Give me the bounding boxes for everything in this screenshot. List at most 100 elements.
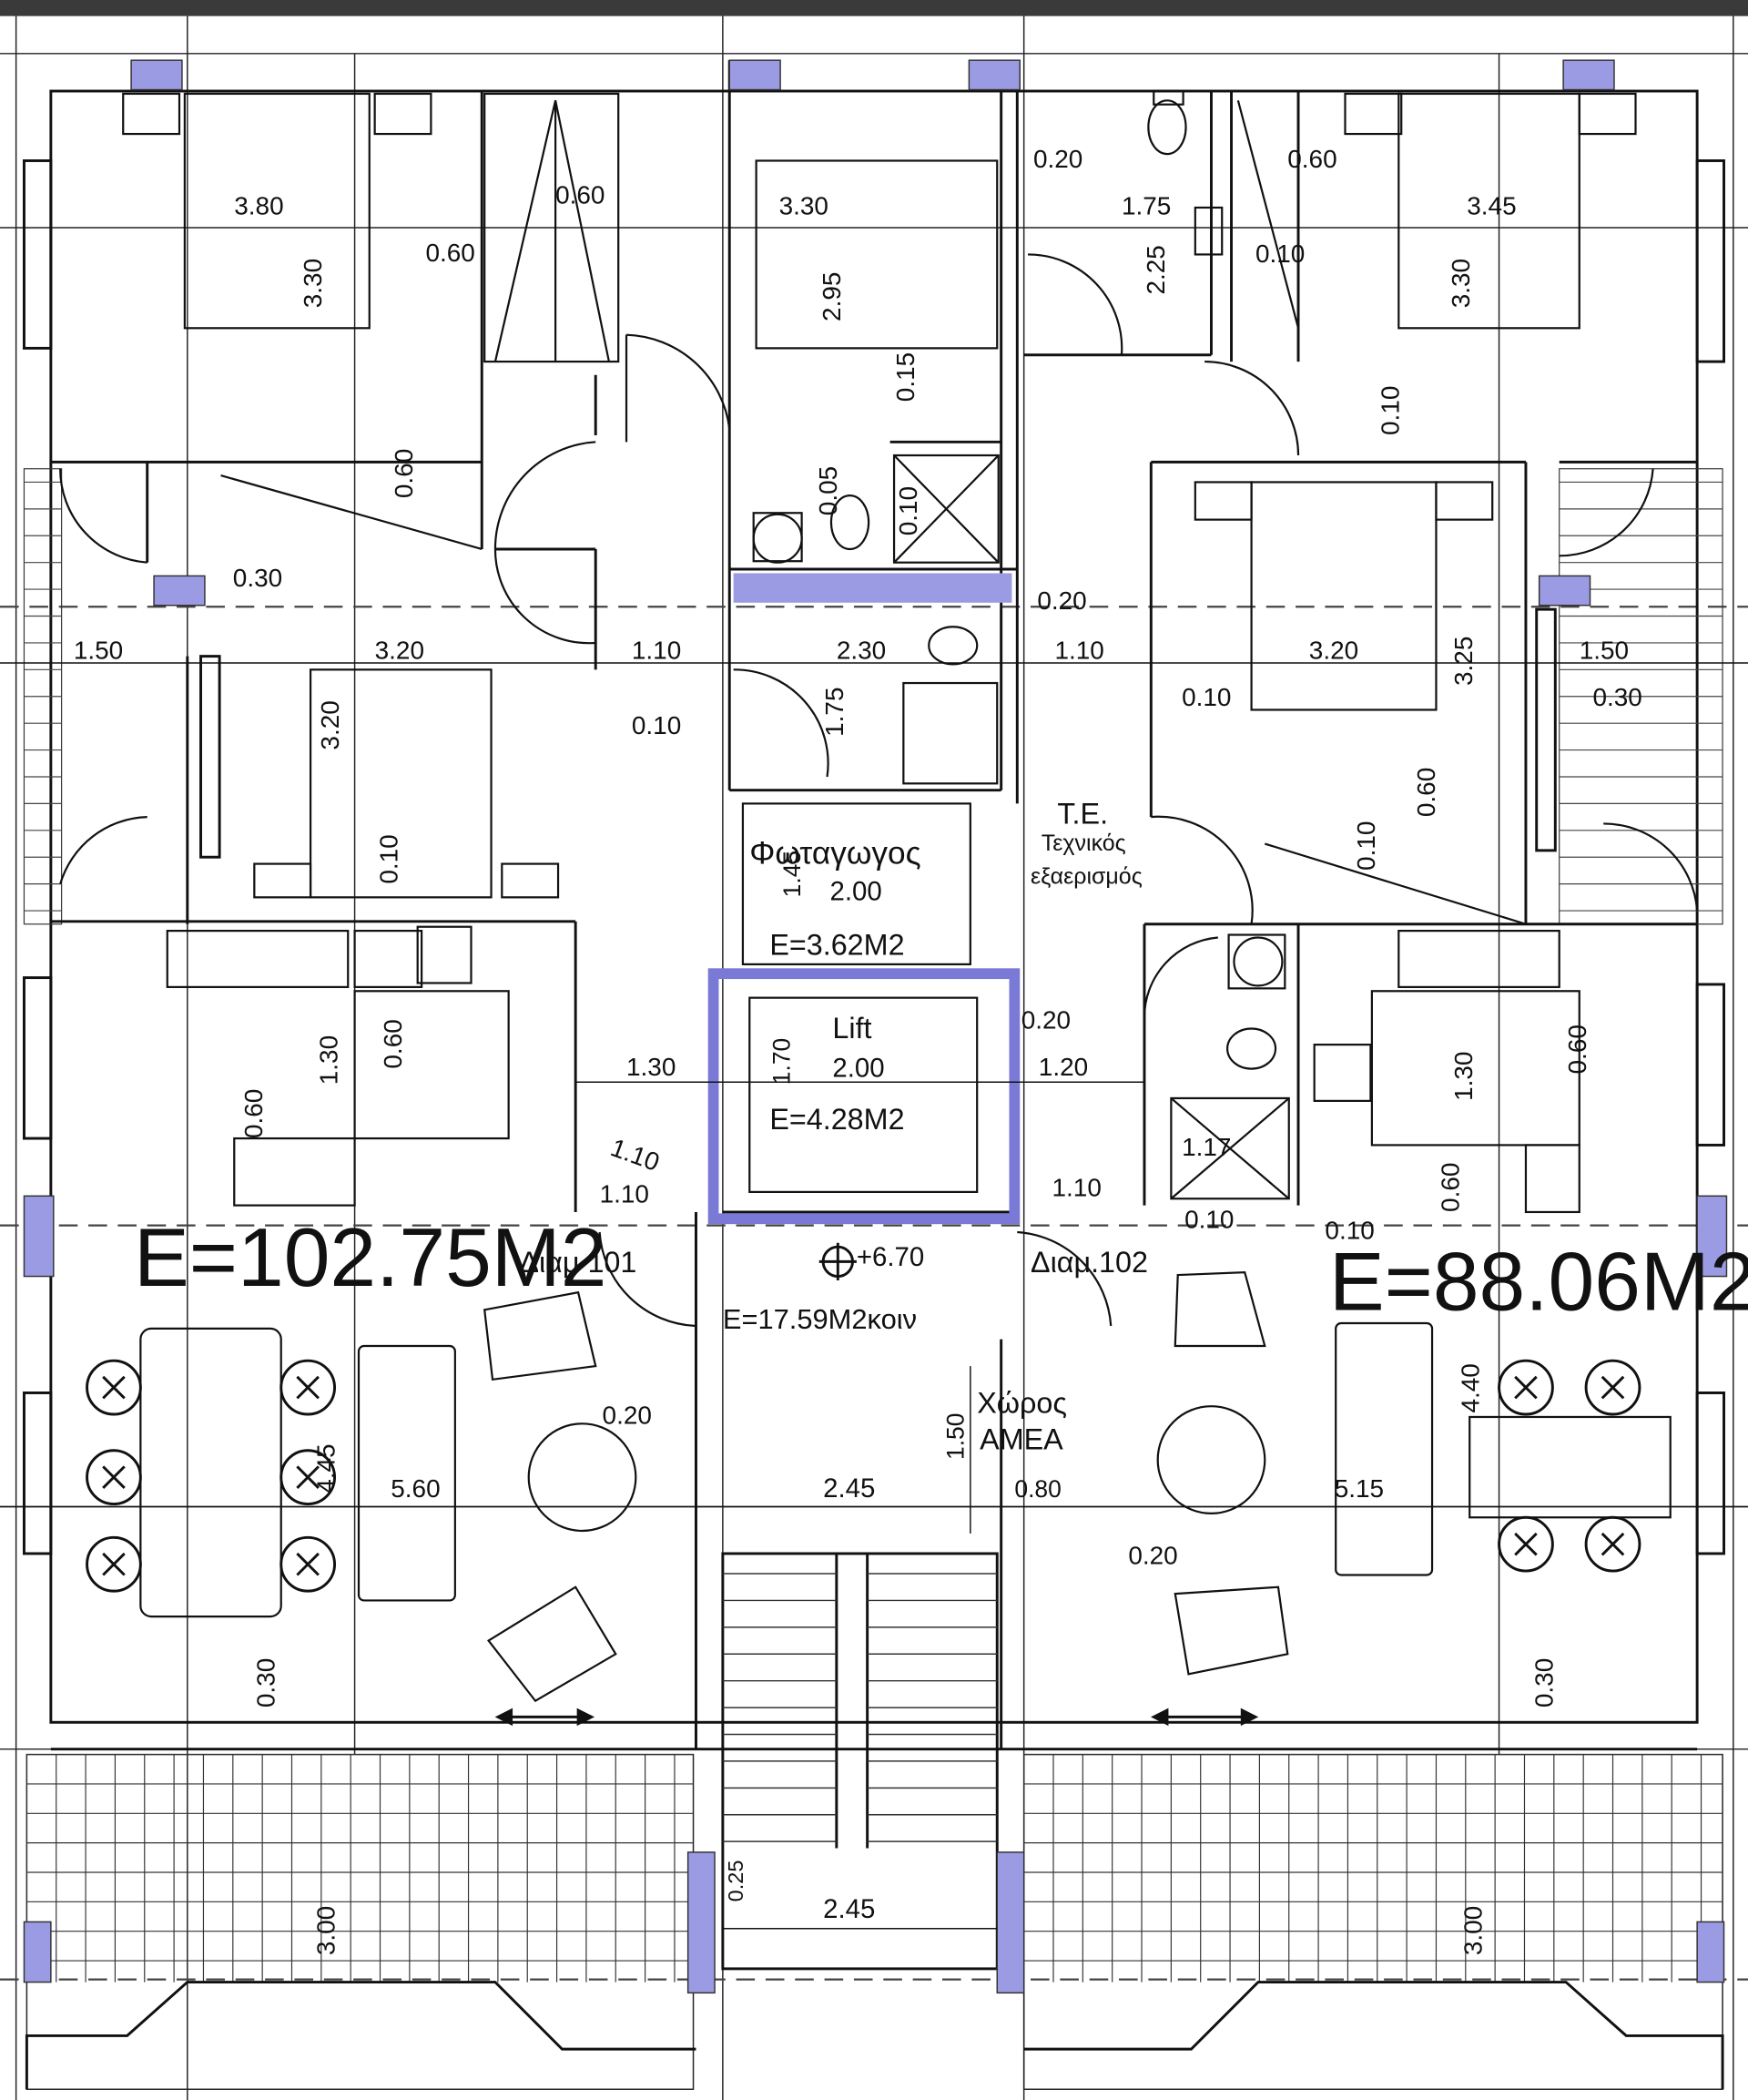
chair-mark [102,1465,126,1489]
dimension-value: 2.95 [818,272,846,321]
dimension-value: 0.10 [1184,1206,1234,1234]
te-sub1: Τεχνικός [1042,831,1126,856]
dimension-value: 0.10 [1182,683,1231,711]
chair [86,1449,142,1506]
dimension-value: 1.30 [626,1053,676,1081]
dimension-value: 3.30 [779,191,828,219]
dimension-value: 3.30 [299,259,327,308]
lift-depth: 1.70 [767,1038,795,1086]
dimension-value: 0.10 [375,834,403,883]
chair [1584,1515,1641,1573]
chair [86,1359,142,1416]
dimension-value: 0.60 [379,1019,407,1068]
dashed-axes [0,606,1748,1981]
lift-label: Lift [832,1012,871,1045]
area-apartment-102: E=88.06M2 [1329,1235,1748,1328]
lift-width: 2.00 [832,1053,884,1083]
balcony-fronts [25,1981,1724,2090]
dimension-value: 0.30 [233,564,282,592]
balcony-tiles [25,1753,1723,1983]
shaft-area: E=3.62M2 [769,929,904,962]
chair-mark [1514,1375,1538,1400]
shaft-label: Φωταγωγος [749,836,920,872]
chair [86,1535,142,1593]
dimension-value: 1.50 [1580,637,1629,665]
chair-mark [1601,1532,1625,1556]
dimension-value: 3.30 [1447,259,1475,308]
dimension-lines [0,662,1748,1930]
disabled-dim: 1.50 [942,1413,970,1461]
bathroom-fixtures [752,89,1290,1200]
dimension-value: 0.20 [1021,1005,1071,1034]
sliding-door-arrows [494,1708,1259,1727]
dimension-value: 2.30 [837,637,886,665]
dimension-value: 1.75 [820,687,849,736]
dimension-value: 0.05 [814,466,842,515]
dining-chairs [86,1359,1641,1593]
disabled-space-2: ΑΜΕΑ [980,1422,1063,1455]
dimension-value: 1.10 [600,1180,649,1208]
dimension-value: 0.10 [632,711,681,739]
te-label: T.E. [1057,797,1108,830]
balcony-right [1022,1753,1723,2090]
dimension-value: 4.45 [312,1443,340,1493]
dimension-value: 0.10 [1255,240,1305,268]
chair [1498,1359,1554,1416]
dimension-value: 1.30 [1449,1052,1478,1101]
stair-treads [722,1573,998,1842]
lift-shaft [707,573,1021,1225]
dimension-value: 0.20 [1128,1542,1177,1570]
dimension-value: 0.60 [390,449,418,498]
chair-mark [1514,1532,1538,1556]
dimension-value: 3.20 [1309,637,1358,665]
shaft-depth: 1.45 [778,851,806,898]
chair-mark [1601,1375,1625,1400]
dimension-value: 0.60 [1287,145,1336,173]
dimension-value: 1.10 [607,1133,664,1177]
furniture-wardrobes [220,92,1527,925]
furniture-dining [139,1270,1672,1703]
dimension-value: 0.20 [1037,586,1086,615]
common-area: E=17.59M2κοιν [723,1303,917,1335]
chair [279,1359,337,1416]
apartment-101-name: Διαμ 101 [519,1246,636,1279]
dimension-value: 1.75 [1122,191,1171,219]
dimension-value: 0.30 [1592,683,1641,711]
dimension-value: 0.60 [1436,1163,1464,1212]
dimension-value: 0.10 [894,486,922,535]
chair-mark [296,1465,320,1489]
dimension-value: 0.60 [1412,768,1440,817]
chair-mark [296,1552,320,1576]
interior-walls [50,60,1698,1971]
chair-mark [102,1552,126,1576]
te-sub2: εξαερισμός [1031,864,1143,890]
dimension-value: 2.25 [1142,245,1170,294]
chair [1498,1515,1554,1573]
apartment-102-name: Διαμ.102 [1031,1246,1148,1279]
dimension-value: 3.45 [1467,191,1516,219]
dimension-value: 0.20 [1033,145,1082,173]
dimension-value: 3.00 [312,1906,340,1955]
top-border-band [0,0,1748,16]
structural-columns [23,59,1728,1994]
dimension-value: 3.00 [1458,1906,1487,1955]
dimension-value: 0.10 [1376,386,1404,435]
dimension-value: 0.15 [891,352,920,402]
door-dim: 0.80 [1014,1475,1061,1503]
level-marker [818,1242,857,1280]
furniture-kitchen [166,925,1580,1214]
door-swings [59,253,1699,1328]
chair [1584,1359,1641,1416]
disabled-space-1: Χώρος [977,1387,1067,1420]
dimension-value: 1.10 [1052,1173,1102,1201]
labels: E=102.75M2 E=88.06M2 Διαμ 101 Διαμ.102 E… [134,797,1748,1924]
chair-mark [296,1375,320,1400]
dimension-value: 1.20 [1039,1053,1088,1081]
dimension-value: 1.30 [314,1035,342,1085]
dimension-value: 0.10 [1352,821,1380,871]
balcony-left [25,1753,695,2090]
lift-area: E=4.28M2 [769,1103,904,1136]
stair-width-bottom: 2.45 [823,1894,875,1924]
